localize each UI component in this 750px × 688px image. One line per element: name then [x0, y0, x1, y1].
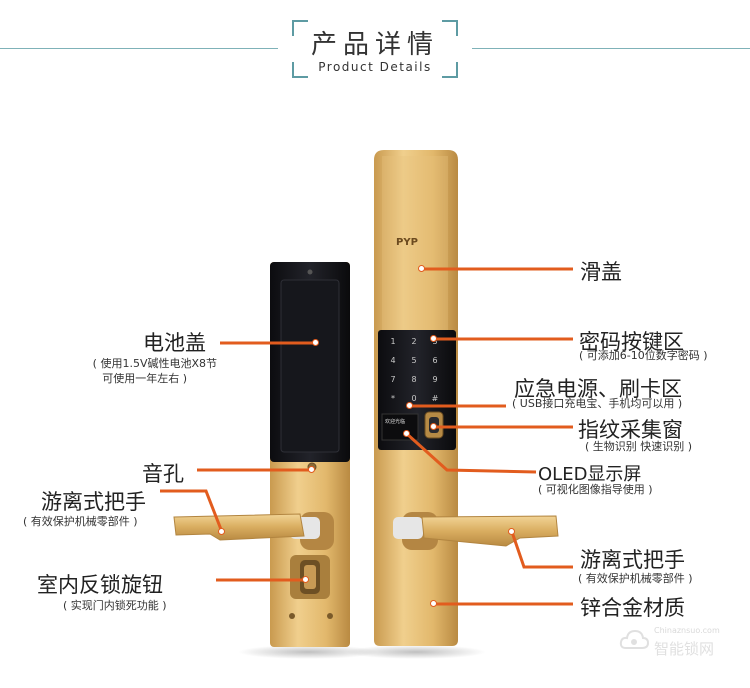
keypad-key: 4: [390, 356, 395, 365]
keypad-key: 8: [411, 375, 416, 384]
inner-lock-body: [173, 262, 350, 647]
callout-dot-handle-left: [218, 528, 225, 535]
label-slide-cover: 滑盖: [580, 260, 622, 284]
header-rule-right: [472, 48, 750, 49]
watermark-url: Chinaznsuo.com: [654, 626, 720, 635]
header-rule-left: [0, 48, 278, 49]
header-frame: 产品详情 Product Details: [292, 20, 458, 78]
label-handle-right: 游离式把手: [580, 548, 685, 572]
page-title: 产品详情: [310, 30, 439, 60]
note-emergency: ( USB接口充电宝、手机均可以用 ): [512, 397, 683, 410]
note-handle-left: ( 有效保护机械零部件 ): [23, 515, 138, 528]
note-handle-right: ( 有效保护机械零部件 ): [578, 572, 693, 585]
watermark: Chinaznsuo.com 智能锁网: [618, 622, 733, 662]
label-battery-cover: 电池盖: [143, 331, 206, 355]
label-sound-hole: 音孔: [142, 462, 184, 486]
label-oled: OLED显示屏: [538, 464, 642, 485]
callout-dot-keypad: [430, 335, 437, 342]
oled-screen-text: 欢迎光临: [385, 418, 405, 425]
callout-dot-handle-right: [508, 528, 515, 535]
label-alloy: 锌合金材质: [580, 596, 685, 620]
keypad-key: 9: [432, 375, 437, 384]
brand-logo: PYP: [396, 237, 418, 248]
label-keypad: 密码按键区: [579, 330, 684, 354]
keypad-key: *: [391, 394, 395, 403]
callout-dot-slide-cover: [418, 265, 425, 272]
label-handle-left: 游离式把手: [41, 490, 146, 514]
note-oled: ( 可视化图像指导使用 ): [538, 483, 653, 496]
keypad-key: 1: [390, 337, 395, 346]
label-inner-knob: 室内反锁旋钮: [37, 573, 163, 597]
keypad-key: 6: [432, 356, 437, 365]
label-fingerprint: 指纹采集窗: [578, 418, 683, 442]
note-keypad: ( 可添加6-10位数字密码 ): [579, 349, 708, 362]
note-battery-cover-2: 可使用一年左右 ): [102, 372, 187, 385]
page-subtitle: Product Details: [318, 60, 432, 74]
keypad-key: 0: [411, 394, 416, 403]
callout-dot-fingerprint: [430, 423, 437, 430]
callout-dot-knob: [302, 576, 309, 583]
keypad-key: 7: [390, 375, 395, 384]
callout-dot-alloy: [430, 600, 437, 607]
watermark-name: 智能锁网: [654, 640, 715, 658]
keypad-key: 5: [411, 356, 416, 365]
label-emergency: 应急电源、刷卡区: [514, 377, 682, 401]
note-inner-knob: ( 实现门内锁死功能 ): [63, 599, 167, 612]
callout-dot-emergency: [406, 402, 413, 409]
note-battery-cover-1: ( 使用1.5V碱性电池X8节: [92, 357, 217, 370]
cloud-icon: [619, 629, 650, 649]
callout-dot-sound-hole: [308, 466, 315, 473]
callout-dot-oled: [403, 430, 410, 437]
note-fingerprint: ( 生物识别 快速识别 ): [585, 440, 693, 453]
keypad-key: 2: [411, 337, 416, 346]
callout-dot-battery: [312, 339, 319, 346]
keypad-key: #: [432, 394, 439, 403]
callout-lines: [160, 267, 573, 606]
outer-lock-body: PYP 123456789*0# 欢迎光临: [374, 150, 559, 646]
